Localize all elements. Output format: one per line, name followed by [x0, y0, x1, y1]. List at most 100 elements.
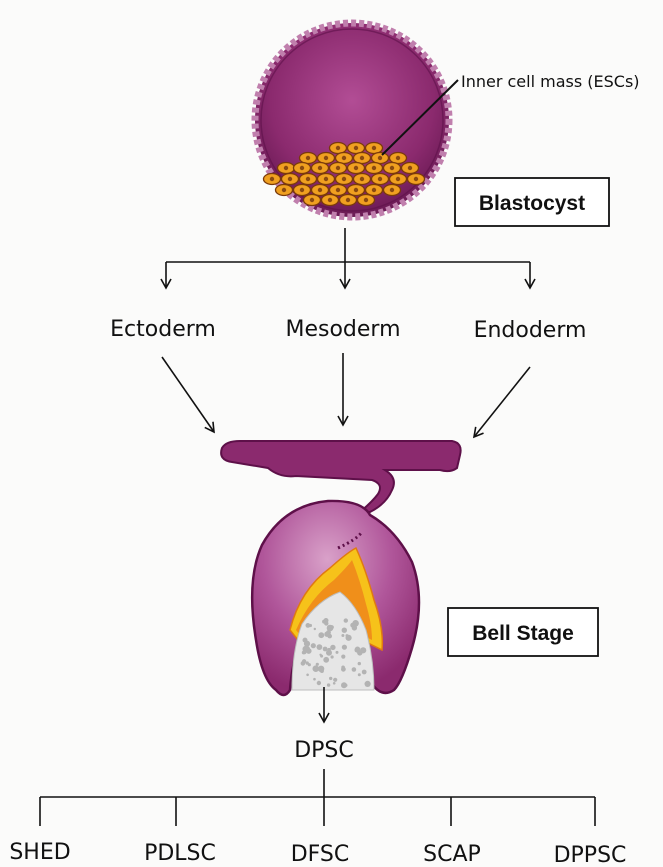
- ectoderm-label: Ectoderm: [110, 317, 216, 342]
- stem-cell-label-pdlsc: PDLSC: [144, 841, 216, 866]
- cell-nucleus: [396, 156, 400, 160]
- cell-nucleus: [310, 198, 314, 202]
- bell-stage-tooth-germ: [252, 501, 419, 695]
- blastocyst-box-label: Blastocyst: [479, 192, 585, 215]
- papilla-cell: [341, 655, 345, 659]
- papilla-cell: [342, 645, 347, 650]
- cell-nucleus: [360, 156, 364, 160]
- cell-nucleus: [288, 177, 292, 181]
- cell-nucleus: [354, 146, 358, 150]
- germ-layer-branch: [166, 228, 530, 288]
- cell-nucleus: [372, 146, 376, 150]
- papilla-cell: [323, 657, 329, 663]
- papilla-cell: [317, 644, 323, 650]
- papilla-cell: [330, 645, 335, 650]
- papilla-cell: [324, 621, 328, 625]
- stem-cell-label-scap: SCAP: [423, 842, 481, 867]
- papilla-cell: [329, 677, 332, 680]
- papilla-cell: [330, 625, 334, 629]
- papilla-cell: [333, 678, 337, 682]
- papilla-cell: [362, 670, 367, 675]
- cell-nucleus: [284, 166, 288, 170]
- papilla-cell: [360, 647, 366, 653]
- papilla-cell: [352, 667, 357, 672]
- papilla-cell: [306, 674, 309, 677]
- papilla-cell: [303, 638, 308, 643]
- papilla-cell: [324, 632, 329, 637]
- mesoderm-label: Mesoderm: [285, 317, 400, 342]
- stem-cell-label-dfsc: DFSC: [291, 842, 350, 867]
- papilla-cell: [341, 666, 345, 670]
- papilla-cell: [327, 648, 331, 652]
- papilla-cell: [327, 683, 330, 686]
- papilla-cell: [344, 618, 348, 622]
- cell-nucleus: [390, 166, 394, 170]
- papilla-cell: [358, 662, 361, 665]
- papilla-cell: [346, 635, 352, 641]
- papilla-cell: [358, 673, 361, 676]
- cell-nucleus: [408, 166, 412, 170]
- papilla-cell: [317, 681, 321, 685]
- papilla-cell: [311, 643, 316, 648]
- endoderm-label: Endoderm: [474, 318, 587, 343]
- papilla-cell: [355, 647, 361, 653]
- cell-nucleus: [328, 198, 332, 202]
- cell-nucleus: [360, 177, 364, 181]
- papilla-cell: [319, 654, 321, 656]
- cell-nucleus: [300, 188, 304, 192]
- papilla-cell: [323, 647, 328, 652]
- papilla-cell: [333, 682, 336, 685]
- cell-nucleus: [372, 188, 376, 192]
- cell-nucleus: [390, 188, 394, 192]
- papilla-cell: [314, 628, 316, 630]
- cell-nucleus: [336, 146, 340, 150]
- cell-nucleus: [378, 156, 382, 160]
- papilla-cell: [303, 646, 310, 653]
- papilla-cell: [342, 628, 347, 633]
- papilla-cell: [336, 651, 339, 654]
- bell-stage-box-label: Bell Stage: [472, 622, 574, 645]
- cell-nucleus: [306, 177, 310, 181]
- cell-nucleus: [372, 166, 376, 170]
- dpsc-label: DPSC: [294, 738, 354, 763]
- papilla-cell: [313, 678, 316, 681]
- papilla-cell: [309, 624, 312, 627]
- cell-nucleus: [342, 177, 346, 181]
- cell-nucleus: [324, 156, 328, 160]
- cell-nucleus: [318, 188, 322, 192]
- stem-cell-branch: [40, 769, 595, 826]
- papilla-cell: [345, 684, 348, 687]
- papilla-cell: [341, 634, 344, 637]
- papilla-cell: [302, 659, 306, 663]
- cell-nucleus: [378, 177, 382, 181]
- papilla-cell: [318, 666, 324, 672]
- arrow-endoderm-to-bud: [474, 367, 530, 437]
- papilla-cell: [365, 681, 371, 687]
- cell-nucleus: [354, 188, 358, 192]
- cell-nucleus: [324, 177, 328, 181]
- stem-cell-label-dppsc: DPPSC: [554, 843, 627, 867]
- papilla-cell: [316, 663, 319, 666]
- cell-nucleus: [336, 188, 340, 192]
- papilla-cell: [352, 625, 357, 630]
- cell-nucleus: [342, 156, 346, 160]
- blastocyst: [255, 23, 449, 217]
- inner-cell-mass-label: Inner cell mass (ESCs): [461, 72, 640, 91]
- cell-nucleus: [300, 166, 304, 170]
- cell-nucleus: [364, 198, 368, 202]
- stem-cell-label-shed: SHED: [9, 840, 70, 865]
- cell-nucleus: [336, 166, 340, 170]
- arrow-ectoderm-to-bud: [162, 357, 214, 432]
- cell-nucleus: [354, 166, 358, 170]
- papilla-cell: [318, 632, 324, 638]
- cell-nucleus: [318, 166, 322, 170]
- papilla-cell: [331, 655, 334, 658]
- cell-nucleus: [414, 177, 418, 181]
- cell-nucleus: [346, 198, 350, 202]
- cell-nucleus: [282, 188, 286, 192]
- papilla-cell: [308, 663, 311, 666]
- cell-nucleus: [270, 177, 274, 181]
- cell-nucleus: [396, 177, 400, 181]
- cell-nucleus: [306, 156, 310, 160]
